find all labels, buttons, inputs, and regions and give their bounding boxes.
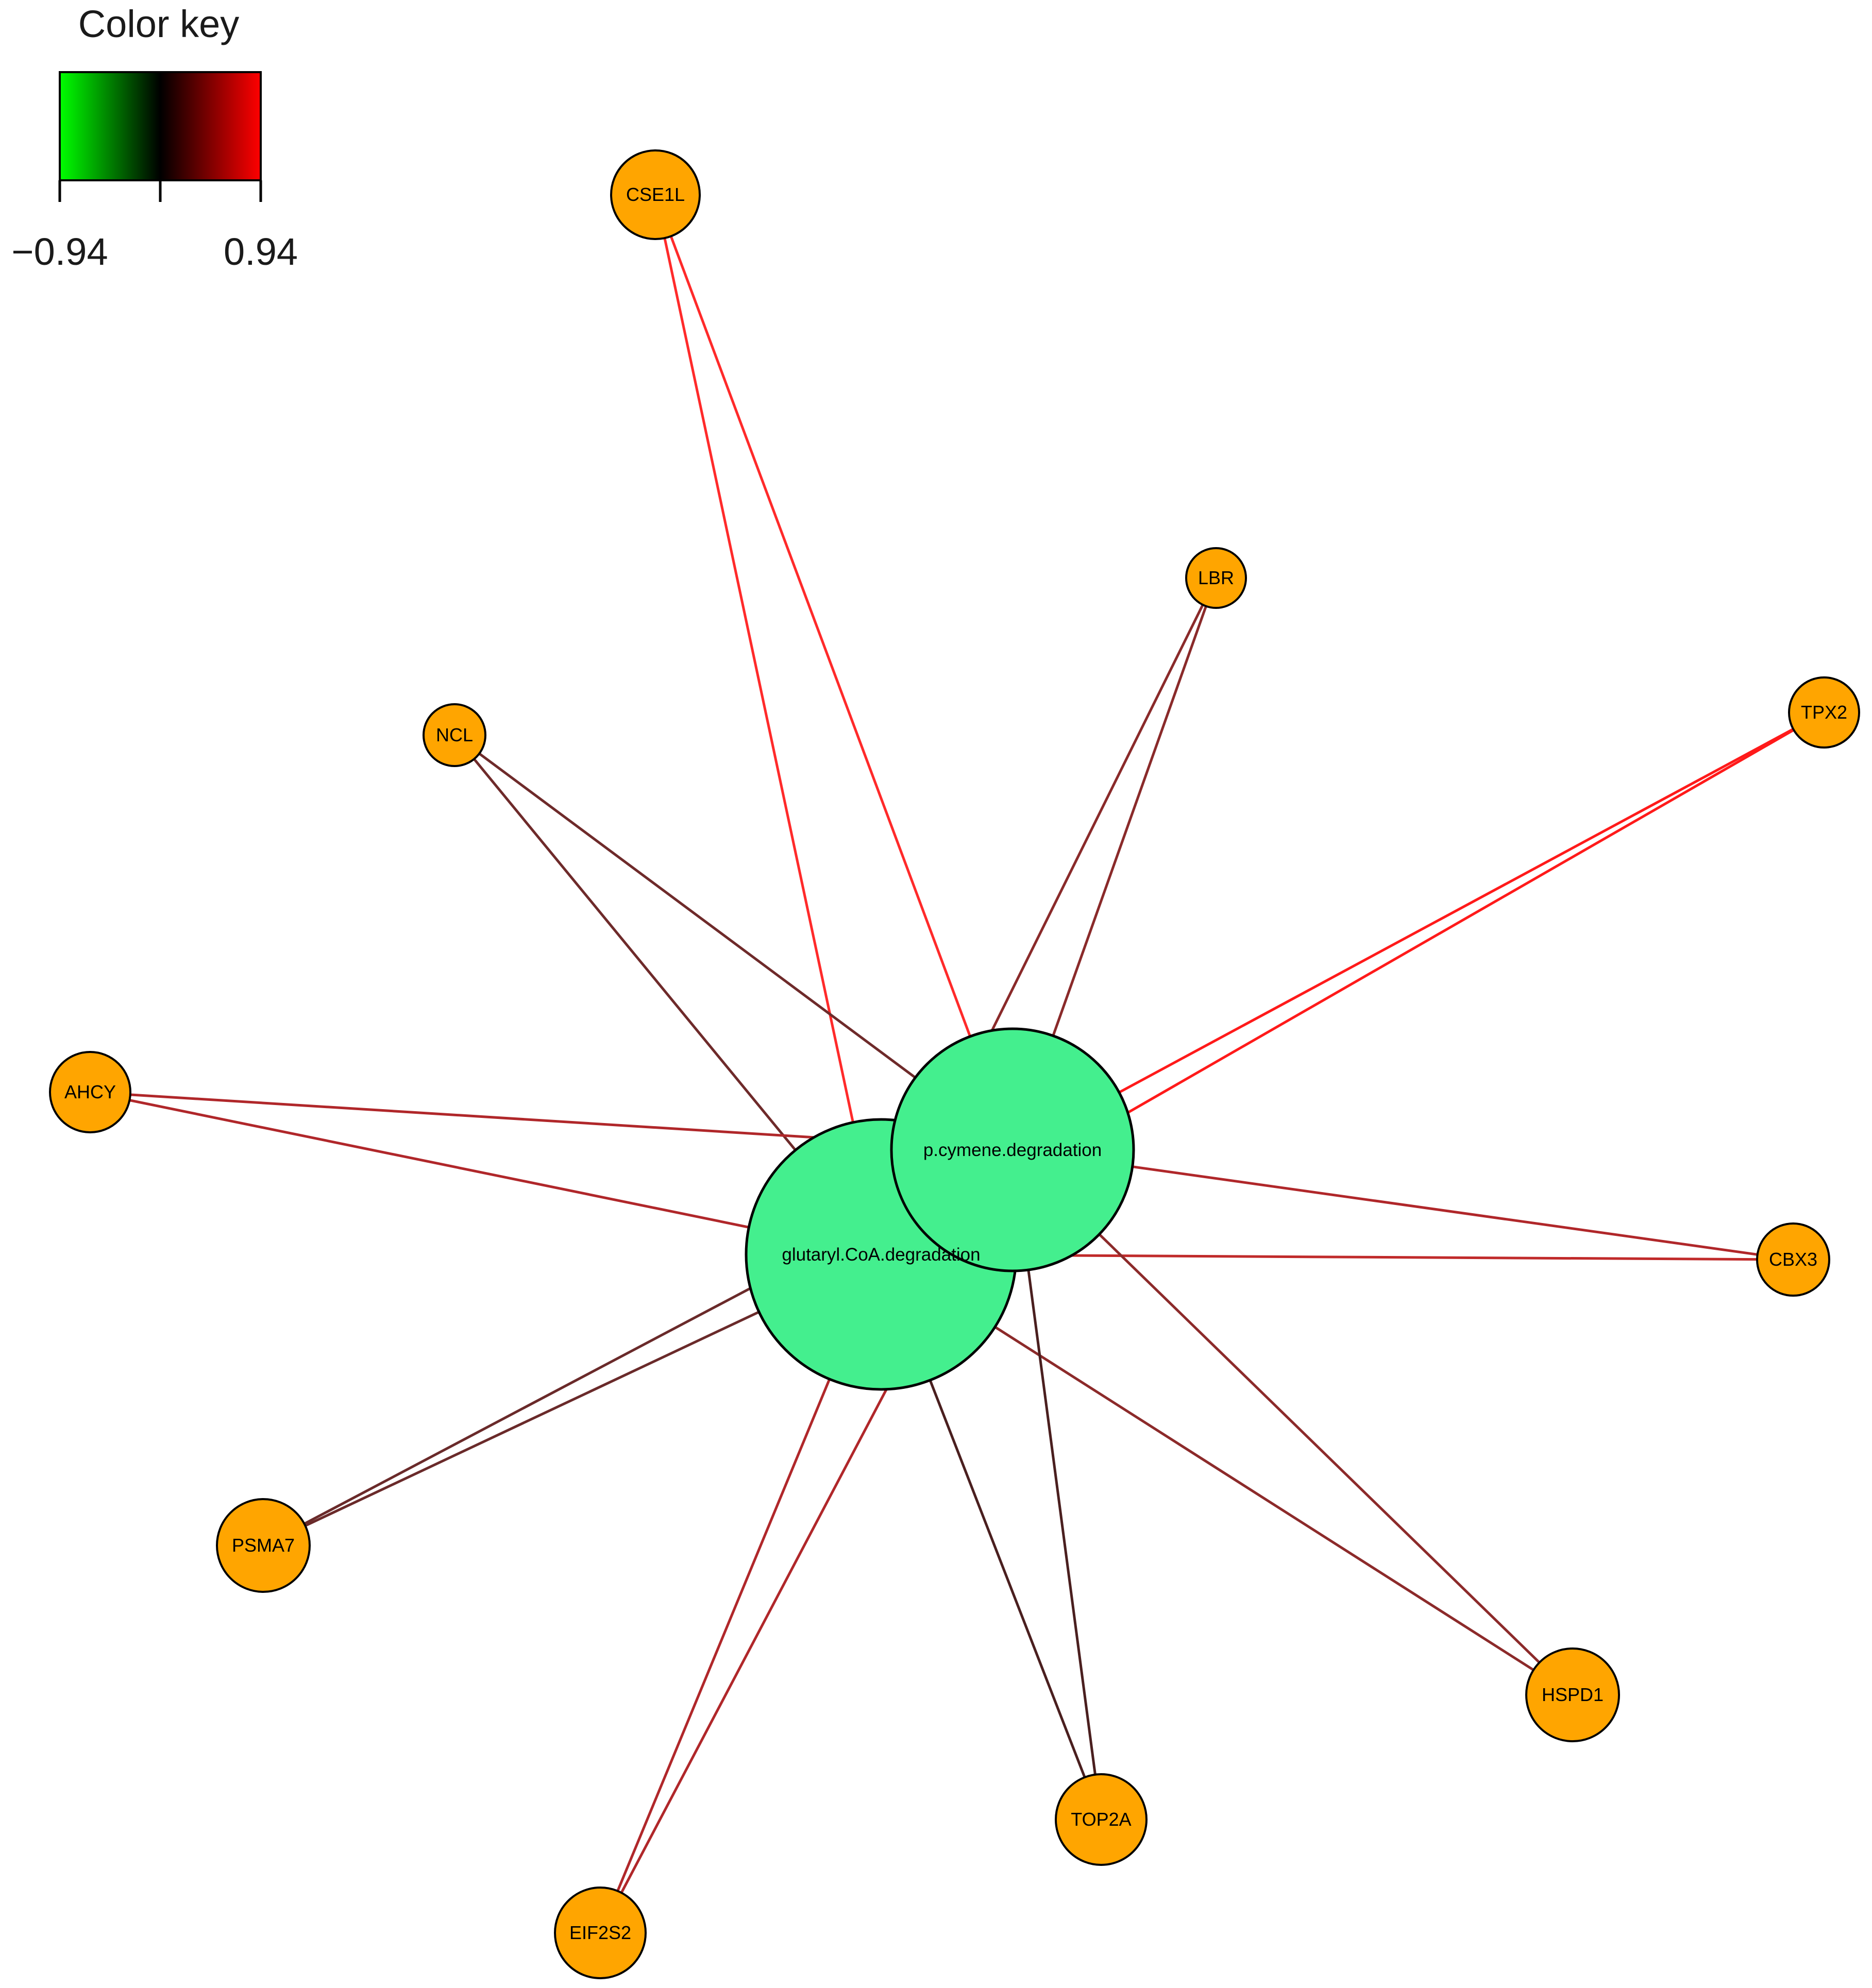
gene-node-circle[interactable] [216,1498,311,1593]
edge-hspd1-glutaryl [880,1253,1574,1696]
pathway-node-pcymene[interactable] [890,1027,1135,1272]
gene-node-lbr[interactable]: LBR [1185,547,1247,609]
gene-node-label: AHCY [64,1081,116,1102]
gene-node-cbx3[interactable]: CBX3 [1756,1222,1830,1297]
gene-node-circle[interactable] [1756,1222,1830,1297]
gene-node-circle[interactable] [1185,547,1247,609]
color-key-min-label: −0.94 [11,230,108,273]
edge-cse1l-glutaryl [654,194,883,1255]
gene-node-circle[interactable] [554,1887,647,1979]
pathway-node-circle[interactable] [890,1027,1135,1272]
pathway-node-layer: glutaryl.CoA.degradation p.cymene.degrada… [745,1027,1135,1391]
gene-node-hspd1[interactable]: HSPD1 [1525,1647,1620,1742]
color-key-max-label: 0.94 [224,230,298,273]
edge-hspd1-pcymene [1011,1149,1574,1696]
color-key-gradient [59,71,262,181]
gene-node-cse1l[interactable]: CSE1L [610,149,701,240]
gene-node-top2a[interactable]: TOP2A [1055,1773,1148,1866]
gene-node-psma7[interactable]: PSMA7 [216,1498,311,1593]
edge-tpx2-pcymene [1011,711,1825,1151]
gene-node-label: LBR [1198,567,1234,588]
gene-node-circle[interactable] [423,703,486,767]
gene-node-label: NCL [436,724,473,745]
gene-node-circle[interactable] [1788,676,1860,749]
gene-node-tpx2[interactable]: TPX2 [1788,676,1860,749]
gene-node-label: EIF2S2 [569,1922,631,1943]
color-key: Color key −0.94 0.94 [11,3,298,273]
gene-node-ahcy[interactable]: AHCY [49,1051,131,1133]
gene-node-label: PSMA7 [232,1535,295,1556]
edge-cse1l-pcymene [654,194,1014,1150]
gene-node-label: HSPD1 [1542,1684,1604,1705]
edge-cbx3-pcymene [1012,1148,1794,1261]
gene-node-label: TPX2 [1801,702,1847,723]
gene-node-circle[interactable] [1055,1773,1148,1866]
gene-node-label: TOP2A [1071,1809,1131,1830]
gene-node-circle[interactable] [610,149,701,240]
gene-node-circle[interactable] [49,1051,131,1133]
gene-node-label: CSE1L [626,184,685,205]
gene-node-ncl[interactable]: NCL [423,703,486,767]
gene-node-label: CBX3 [1769,1249,1817,1270]
color-key-title: Color key [78,3,240,45]
gene-node-circle[interactable] [1525,1647,1620,1742]
pathway-node-label-pcymene: p.cymene.degradation [923,1140,1102,1160]
pathway-node-label-glutaryl: glutaryl.CoA.degradation [782,1245,980,1265]
gene-node-eif2s2[interactable]: EIF2S2 [554,1887,647,1979]
